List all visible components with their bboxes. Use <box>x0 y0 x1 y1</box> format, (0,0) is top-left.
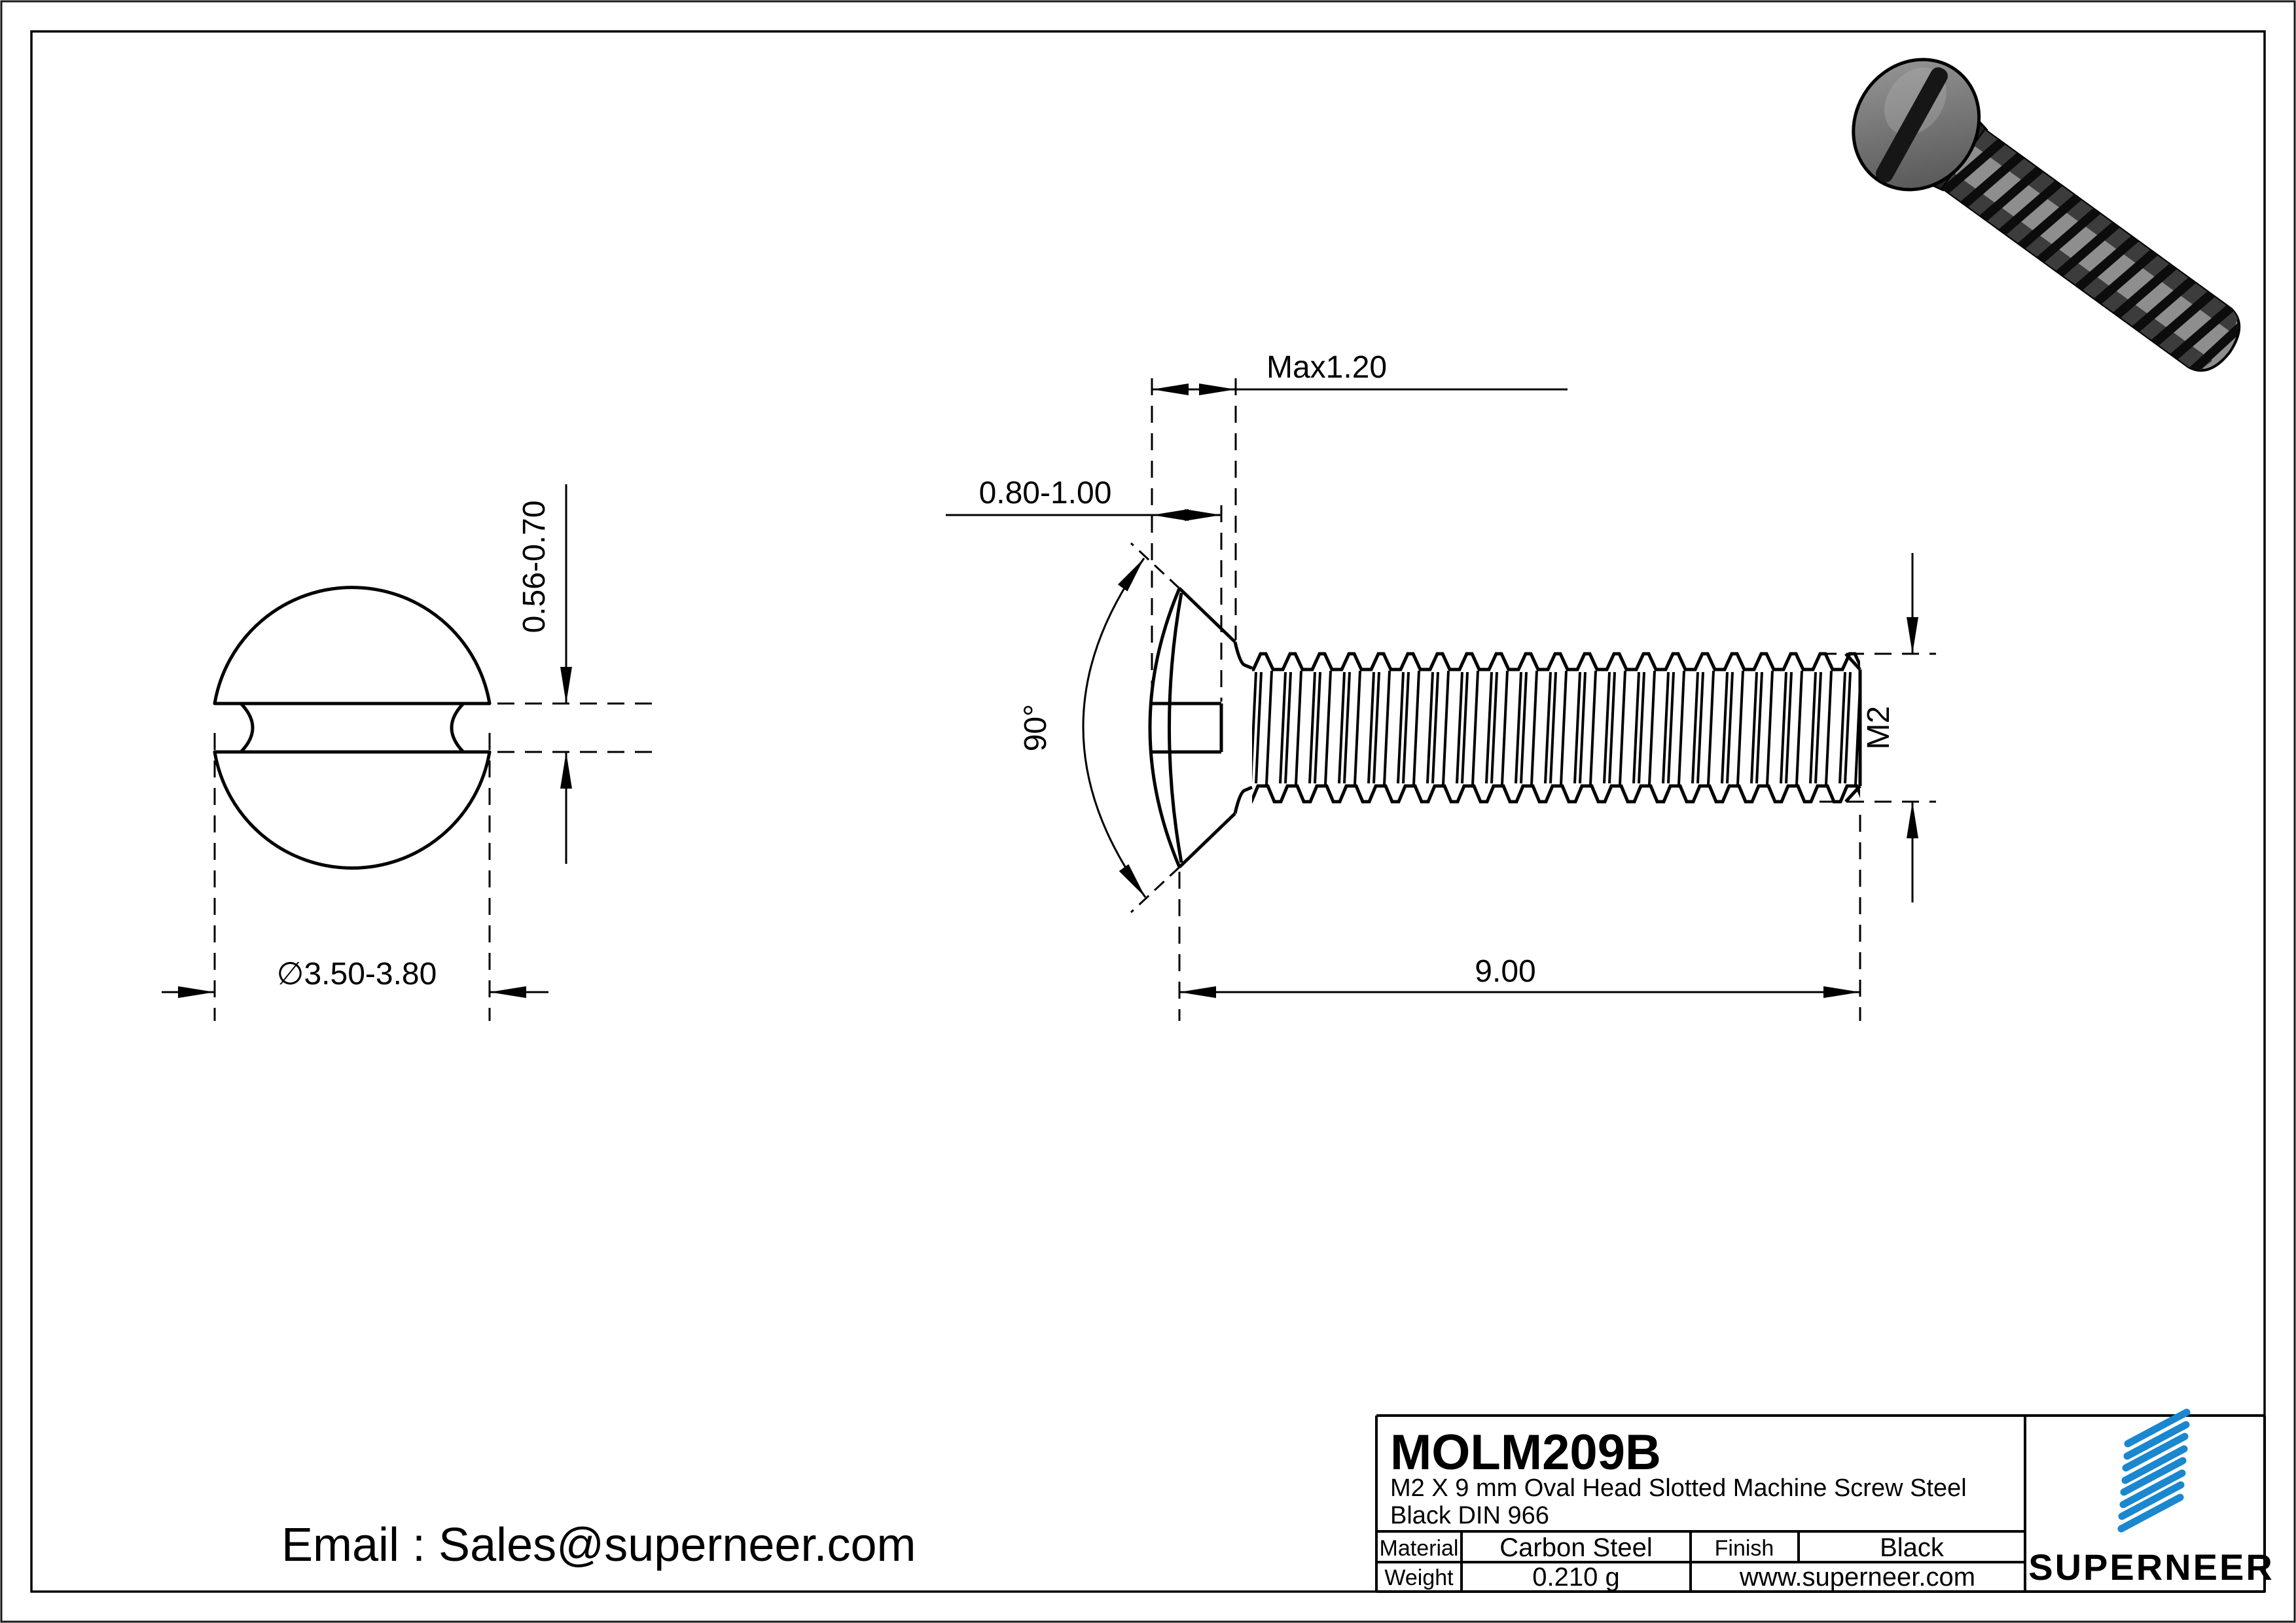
dim-slot-width-front: 0.56-0.70 <box>517 501 552 633</box>
front-view <box>213 586 492 870</box>
website-link[interactable]: www.superneer.com <box>1739 1563 1975 1592</box>
thread-profile <box>1252 648 1860 808</box>
brand-logo-icon <box>2117 1408 2191 1533</box>
weight-value: 0.210 g <box>1532 1563 1619 1592</box>
drawing-frame <box>30 30 2266 1593</box>
material-value: Carbon Steel <box>1499 1533 1652 1562</box>
part-description-line2: Black DIN 966 <box>1390 1502 1549 1529</box>
finish-value: Black <box>1880 1533 1945 1562</box>
dim-slot-width-top: 0.80-1.00 <box>979 476 1112 510</box>
dim-head-diameter: ∅3.50-3.80 <box>277 957 437 991</box>
dim-countersink-angle: 90° <box>1018 704 1053 752</box>
dim-thread-size: M2 <box>1861 706 1896 750</box>
side-view-dimensions: Max1.20 0.80-1.00 90° M2 9.00 <box>946 350 1936 1021</box>
dim-thread-length: 9.00 <box>1475 954 1535 989</box>
finish-label: Finish <box>1715 1536 1774 1561</box>
dim-slot-depth-max: Max1.20 <box>1266 350 1387 385</box>
side-view <box>1148 587 1862 868</box>
part-description-line1: M2 X 9 mm Oval Head Slotted Machine Scre… <box>1390 1474 1967 1502</box>
front-view-dimensions: 0.56-0.70 ∅3.50-3.80 <box>162 484 655 1021</box>
weight-label: Weight <box>1384 1565 1454 1590</box>
title-block: MOLM209B M2 X 9 mm Oval Head Slotted Mac… <box>1375 1408 2274 1593</box>
email-text[interactable]: Email : Sales@superneer.com <box>281 1519 916 1571</box>
material-label: Material <box>1380 1536 1459 1561</box>
screw-3d-image <box>1852 58 2251 376</box>
brand-name: SUPERNEER <box>2028 1546 2274 1588</box>
part-number: MOLM209B <box>1390 1425 1661 1480</box>
screw-slot-3d <box>1875 67 1948 183</box>
